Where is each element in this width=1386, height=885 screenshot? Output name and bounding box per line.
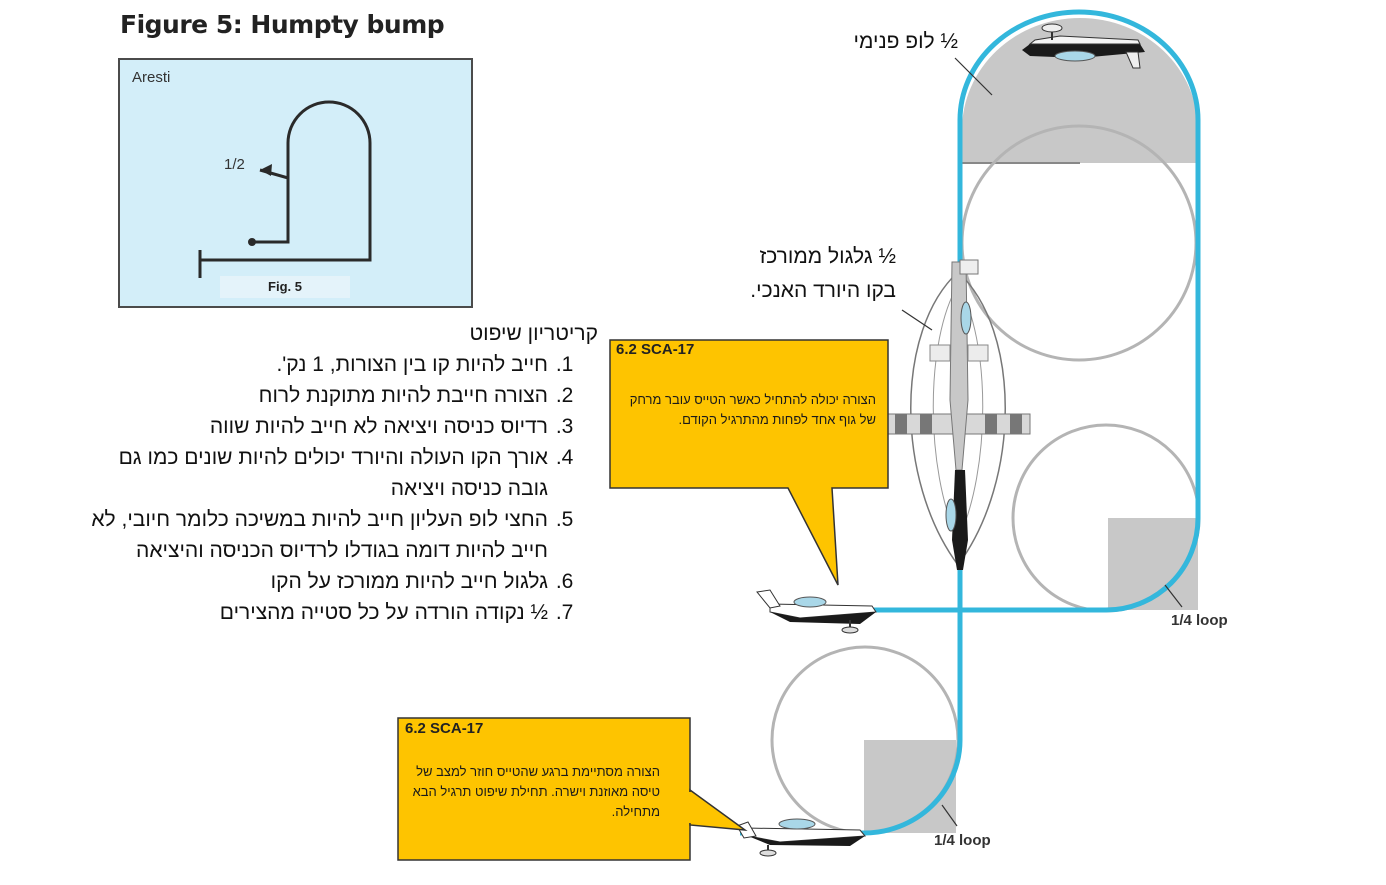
flight-path — [740, 9, 1201, 836]
criteria-item: ½ נקודה הורדה על כל סטייה מהצירים — [90, 597, 550, 628]
leader-lines — [901, 57, 1183, 827]
callout-2-body: הצורה מסתיימת ברגע שהטייס חוזר למצב של ט… — [412, 764, 660, 819]
lower-quarter-gray — [864, 740, 956, 833]
plane-exit-icon — [736, 818, 867, 857]
gray-areas — [864, 18, 1198, 833]
quarter-loop-lower-label: 1/4 loop — [934, 832, 991, 849]
judging-criteria: קריטריון שיפוט חייב להיות קו בין הצורות,… — [90, 318, 598, 628]
criteria-list: חייב להיות קו בין הצורות, 1 נק'. הצורה ח… — [90, 349, 598, 628]
plane-top-icon — [1022, 23, 1145, 69]
callout-2-title: 6.2 SCA-17 — [405, 720, 484, 737]
criteria-item: רדיוס כניסה ויציאה לא חייב להיות שווה — [90, 411, 550, 442]
aresti-label: Aresti — [132, 69, 171, 86]
callout-1-body: הצורה יכולה להתחיל כאשר הטייס עובר מרחק … — [629, 392, 876, 427]
half-roll-label: ½ גלגול ממורכז בקו היורד האנכי. — [600, 240, 896, 308]
half-loop-label: ½ לופ פנימי — [853, 30, 958, 53]
criteria-item: הצורה חייבת להיות מתוקנת לרוח — [90, 380, 550, 411]
half-roll-line-1: ½ גלגול ממורכז — [759, 245, 896, 268]
plane-roll-icon — [887, 259, 1031, 570]
callout-1-title: 6.2 SCA-17 — [616, 341, 695, 358]
criteria-title: קריטריון שיפוט — [469, 322, 598, 345]
aresti-fig-label: Fig. 5 — [220, 276, 350, 298]
aresti-half-mark: 1/2 — [224, 156, 245, 173]
quarter-loop-upper-label: 1/4 loop — [1171, 612, 1228, 629]
half-roll-line-2: בקו היורד האנכי. — [750, 279, 896, 302]
criteria-item: חייב להיות קו בין הצורות, 1 נק'. — [90, 349, 550, 380]
criteria-item: החצי לופ העליון חייב להיות במשיכה כלומר … — [90, 504, 550, 566]
aresti-symbol — [198, 100, 372, 278]
aresti-panel: Aresti 1/2 Fig. 5 — [118, 58, 473, 308]
top-loop-gray — [962, 18, 1198, 163]
callout-1-bubble — [609, 339, 889, 586]
figure-title: Figure 5: Humpty bump — [120, 10, 445, 39]
plane-entry-icon — [756, 589, 877, 634]
criteria-item: גלגול חייב להיות ממורכז על הקו — [90, 566, 550, 597]
callout-2-bubble — [397, 717, 691, 861]
criteria-item: אורך הקו העולה והיורד יכולים להיות שונים… — [90, 442, 550, 504]
